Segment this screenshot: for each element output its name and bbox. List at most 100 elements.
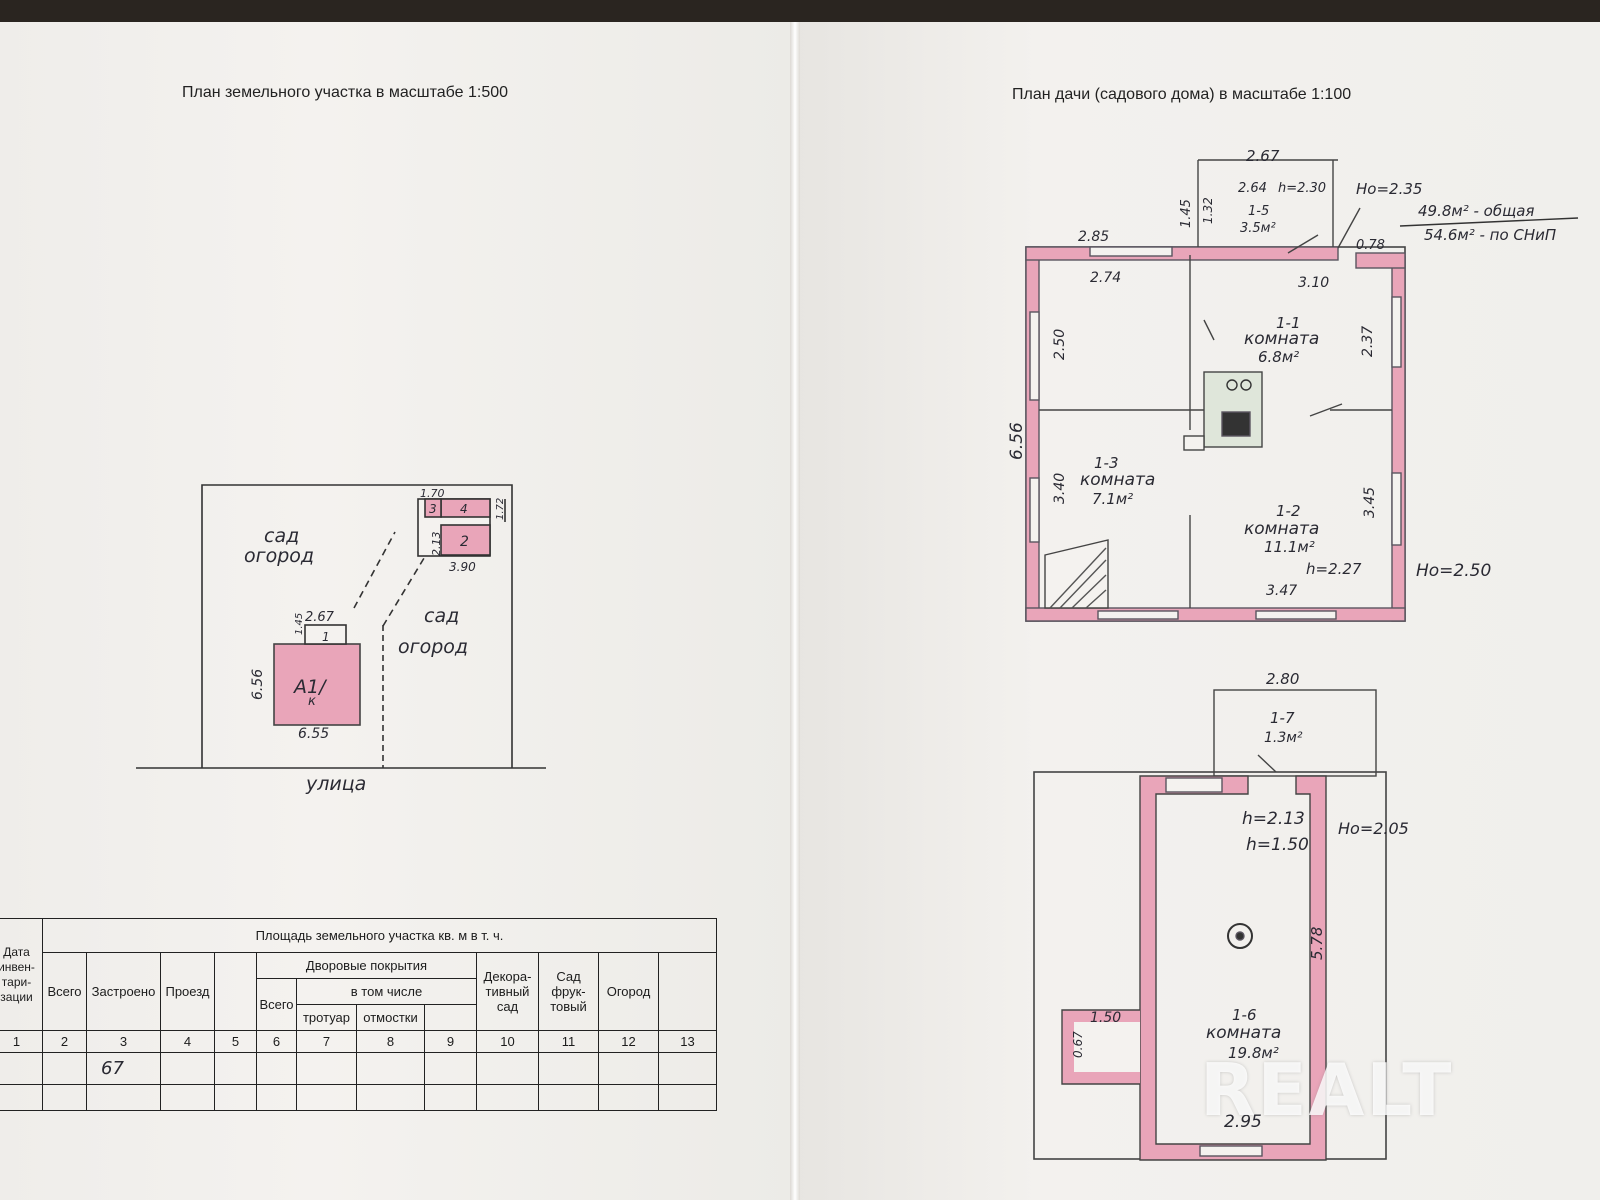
door-swing-1 [1287,234,1319,254]
house-depth: 6.56 [250,669,266,700]
ho-top: Hо=2.35 [1356,180,1422,198]
door-swing-2 [1337,207,1361,249]
shed-3-number: 3 [429,502,437,516]
table-cell [598,1084,659,1111]
room-1-2-number: 1-2 [1276,502,1301,520]
page-fold [790,22,800,1200]
f2-dim-right: 5.78 [1308,927,1326,960]
room-1-1-area: 6.8м² [1258,348,1299,366]
floor2-plan [1033,689,1387,1161]
veranda-inner-side: 1.32 [1201,197,1215,224]
table-cell [0,1052,43,1085]
table-cell [538,1084,599,1111]
col-sidewalk-header: тротуар [296,1004,357,1031]
col-decor-header: Декора-тивный сад [476,952,539,1031]
door-swing-4 [1203,319,1215,341]
col-number: 13 [658,1030,717,1053]
realt-watermark: REALT [1200,1048,1454,1132]
house-code: А1/ [292,676,328,698]
shed-4-number: 4 [460,502,468,516]
plot-plan [136,484,546,769]
table-cell [160,1084,215,1111]
yard-cover-header: Дворовые покрытия [256,952,477,979]
table-cell [214,1084,257,1111]
total-area-note: 49.8м² - общая [1418,202,1534,220]
shed-bottom-dim: 3.90 [449,560,476,574]
room-1-5-number: 1-5 [1248,204,1269,219]
table-cell [538,1052,599,1085]
veranda-inner-width: 2.64 [1238,181,1267,196]
room-1-3-name: комната [1080,470,1155,490]
col-number: 6 [256,1030,297,1053]
stove-step [1183,435,1205,451]
col-5-header [214,952,257,1031]
col-passage-header: Проезд [160,952,215,1031]
window-bottom-right [1255,610,1337,620]
room-1-3-area: 7.1м² [1092,490,1133,508]
house-footprint [273,643,361,726]
room-1-5-area: 3.5м² [1240,221,1276,236]
veranda-height: h=2.30 [1278,181,1326,196]
wall-top-right [1355,252,1406,269]
shed-2 [440,524,491,556]
col-number: 7 [296,1030,357,1053]
dim-left-upper: 2.50 [1052,329,1068,360]
col-number: 2 [42,1030,87,1053]
ho-right: Hо=2.50 [1416,561,1491,581]
f2-dim-nook-side: 0.67 [1071,1031,1085,1058]
dim-bottom-right: 3.47 [1266,583,1297,599]
street-label: улица [305,773,366,795]
table-cell [598,1052,659,1085]
built-area-value: 67 [86,1052,161,1085]
dim-top-right: 3.10 [1298,275,1329,291]
stairs [1044,539,1109,609]
dim-door: 0.78 [1356,238,1385,253]
table-cell [296,1084,357,1111]
col-total-header: Всего [42,952,87,1031]
table-cell [86,1084,161,1111]
room-1-1-name: комната [1244,329,1319,349]
stove-burner-1 [1226,379,1238,391]
house-code-sub: к [308,694,316,709]
wall-left [1025,246,1040,622]
porch-width: 2.67 [305,610,335,625]
attic-walls [1139,775,1327,1161]
col-number: 11 [538,1030,599,1053]
room-1-1-number: 1-1 [1276,314,1301,332]
table-cell [160,1052,215,1085]
window-left-lower [1029,477,1040,543]
path-line-a [353,531,396,609]
wall-top-left [1025,246,1339,261]
dim-top-left-outer: 2.85 [1078,229,1109,245]
room-1-3-number: 1-3 [1094,454,1119,472]
table-cell [424,1052,477,1085]
room-1-2-name: комната [1244,519,1319,539]
stove-burner-2 [1240,379,1252,391]
window-top [1089,246,1173,257]
plot-boundary-right [418,484,513,768]
room-1-7-number: 1-7 [1270,709,1295,727]
porch-number: 1 [322,630,330,644]
room-1-2-height: h=2.27 [1306,560,1362,578]
col-built-header: Застроено [86,952,161,1031]
table-cell [256,1052,297,1085]
floor1-plan [1025,159,1579,622]
wall-bottom [1025,607,1406,622]
table-cell [356,1052,425,1085]
window-bottom-left [1097,610,1179,620]
room-1-7-area: 1.3м² [1264,730,1303,746]
stove-firebox [1221,411,1251,437]
col-13-header [658,952,717,1031]
land-area-table: Дата инвен-тари-зации Площадь земельного… [0,918,717,1111]
dim-right-upper: 2.37 [1360,326,1376,357]
attic-window-bottom [1199,1145,1263,1157]
col-number: 9 [424,1030,477,1053]
f2-dim-top: 2.80 [1266,670,1299,688]
garden-label-a2: огород [244,545,314,567]
shed-side-dim: 1.72 [495,498,506,520]
attic-door-swing [1257,754,1277,773]
col-number: 5 [214,1030,257,1053]
dim-top-left-inner: 2.74 [1090,270,1121,286]
table-cell [658,1084,717,1111]
